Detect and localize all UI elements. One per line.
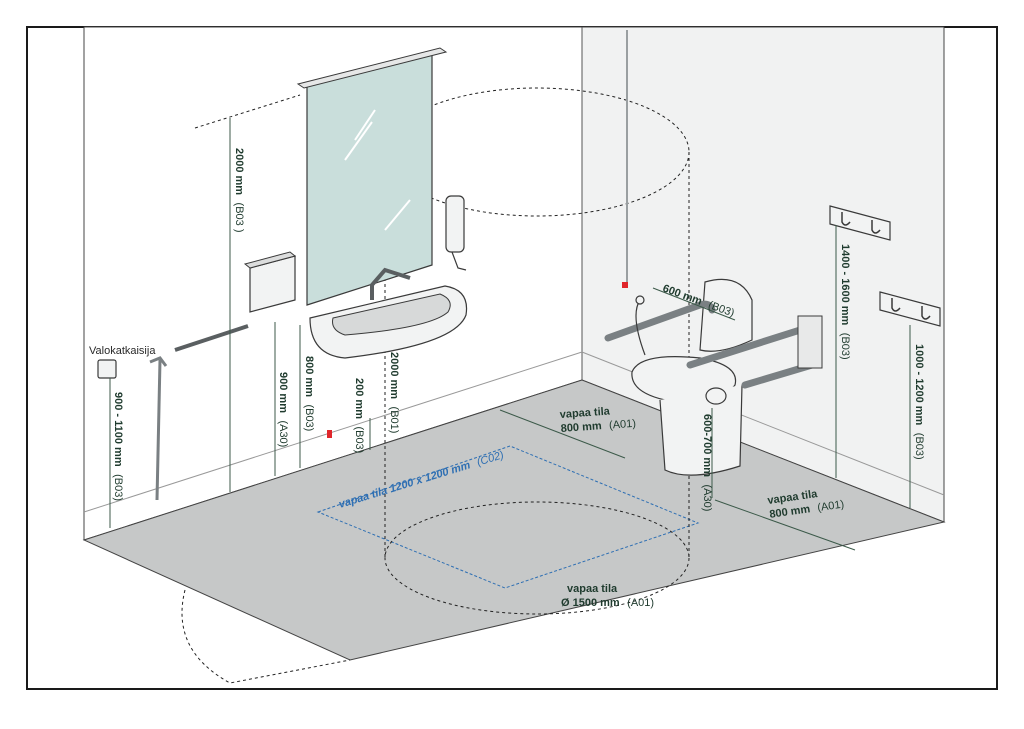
mirror-glare [354, 109, 376, 141]
svg-text:Ø 1500 mm (A01): Ø 1500 mm (A01) [561, 593, 654, 610]
door-swing [181, 589, 351, 684]
dim-line-grab-spacing [652, 287, 736, 321]
dim-hook-high: 1400 - 1600 mm (B03) [838, 244, 855, 360]
svg-text:vapaa tila: vapaa tila [567, 583, 618, 595]
light-switch-icon [97, 359, 117, 379]
dim-seat-height: 600-700 mm (A30) [700, 414, 717, 511]
dim-mirror-height: 2000 mm (B03 ) [232, 148, 249, 233]
grab-bar-left [604, 300, 716, 342]
towel-dispenser-top [243, 251, 297, 269]
dim-line-side [714, 499, 856, 551]
dim-free-area-circle: vapaa tila Ø 1500 mm (A01) [561, 583, 654, 610]
dim-line-front [499, 409, 626, 459]
free-area-square [316, 445, 700, 589]
svg-text:800 mm (A01): 800 mm (A01) [560, 414, 636, 436]
svg-text:vapaa tila: vapaa tila [559, 405, 611, 421]
mirror-glare [344, 121, 373, 161]
walking-cane-icon [149, 356, 168, 501]
svg-text:800 mm (A01): 800 mm (A01) [768, 495, 845, 522]
mirror [306, 52, 433, 306]
coat-hook-icon [879, 291, 941, 327]
grab-bar-wall-plate [797, 315, 823, 369]
dim-basin-front-height: 900 mm (A30) [276, 372, 293, 447]
left-wall-skirting [83, 351, 583, 513]
dim-ext-mirror [194, 94, 301, 129]
dim-basin-clear-height: 2000 mm (B01) [387, 352, 404, 433]
marker-red [327, 430, 332, 438]
towel-bar [174, 324, 249, 352]
wash-basin [309, 267, 468, 359]
marker-red [622, 282, 628, 288]
coat-hook-icon [829, 205, 891, 241]
dim-switch-height: 900 - 1100 mm (B03) [111, 392, 128, 501]
toilet-paper [705, 387, 727, 405]
hand-shower-icon [626, 30, 646, 356]
turning-circle-floor [384, 501, 690, 615]
soap-dispenser-icon [445, 195, 467, 271]
mirror-shelf [296, 47, 448, 89]
light-switch-label: Valokatkaisija [89, 345, 156, 357]
mirror-glare [384, 199, 411, 231]
dim-free-area-front: vapaa tila 800 mm (A01) [559, 405, 636, 436]
dim-hook-low: 1000 - 1200 mm (B03) [912, 344, 929, 460]
dim-basin-height: 800 mm (B03) [302, 356, 319, 431]
dim-under-basin: 200 mm (B03) [352, 378, 369, 453]
